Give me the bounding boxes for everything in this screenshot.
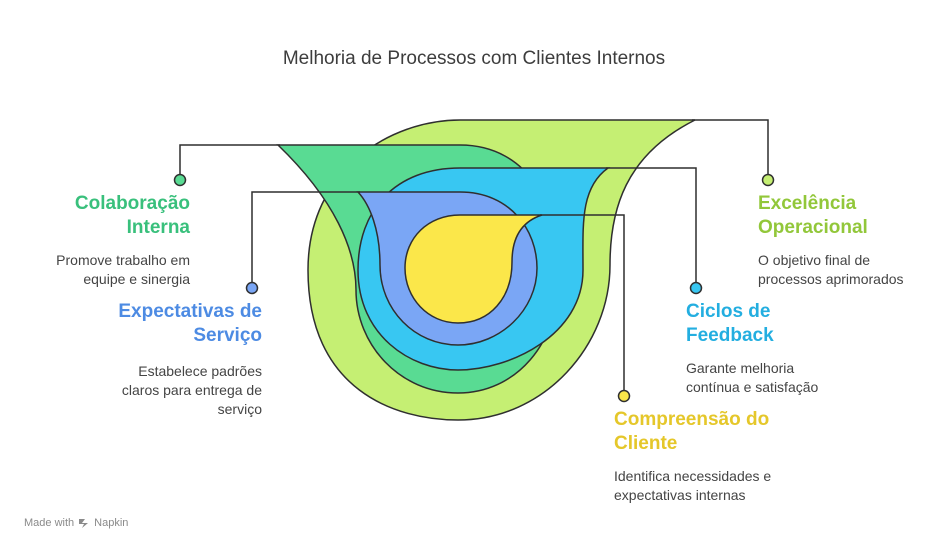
footer: Made with Napkin — [24, 517, 128, 529]
label-expectativas: Expectativas de Serviço — [118, 301, 262, 346]
dot-excelencia — [761, 173, 775, 187]
label-ciclos: Ciclos de Feedback — [686, 301, 774, 346]
connector-expectativas — [251, 191, 360, 288]
napkin-logo-icon — [79, 519, 89, 528]
layer-compreensao-do-cliente — [404, 214, 543, 324]
diagram-title: Melhoria de Processos com Clientes Inter… — [282, 48, 666, 69]
connector-excelencia — [692, 119, 769, 180]
label-compreensao: Compreensão do Cliente — [614, 409, 770, 454]
desc-expectativas: Estabelece padrões claros para entrega d… — [121, 363, 262, 417]
dot-ciclos — [689, 281, 703, 295]
label-colaboracao: Colaboração Interna — [74, 193, 190, 238]
dot-expectativas — [245, 281, 259, 295]
connector-colaboracao — [179, 144, 280, 180]
connector-ciclos — [606, 167, 697, 288]
desc-colaboracao: Promove trabalho em equipe e sinergia — [56, 252, 190, 287]
desc-compreensao: Identifica necessidades e expectativas i… — [614, 468, 772, 503]
desc-ciclos: Garante melhoria contínua e satisfação — [686, 360, 819, 395]
napkin-brand[interactable]: Napkin — [94, 517, 129, 529]
dot-colaboracao — [173, 173, 187, 187]
connector-compreensao — [540, 214, 625, 396]
label-excelencia: Excelência Operacional — [758, 193, 868, 238]
dot-compreensao — [617, 389, 631, 403]
desc-excelencia: O objetivo final de processos aprimorado… — [758, 252, 904, 287]
made-with-label: Made with — [24, 517, 75, 529]
